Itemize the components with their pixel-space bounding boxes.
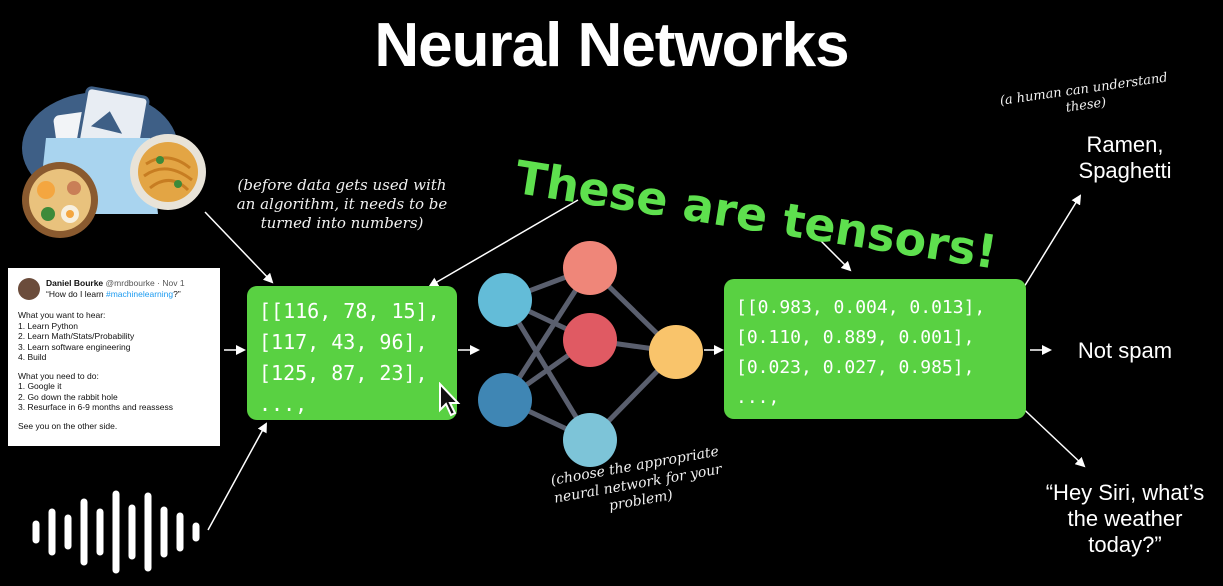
output-tensor-row: [0.023, 0.027, 0.985],	[736, 357, 975, 378]
output-tensor-row: [[0.983, 0.004, 0.013],	[736, 297, 986, 318]
input-tensor-row: ...,	[259, 392, 308, 416]
tweet-handle: @mrdbourke · Nov 1	[105, 278, 185, 288]
tweet-card: Daniel Bourke @mrdbourke · Nov 1 “How do…	[8, 268, 220, 446]
arrow-label-to-output	[811, 231, 852, 272]
ramen-bowl-icon	[22, 162, 98, 238]
tweet-header: Daniel Bourke @mrdbourke · Nov 1 “How do…	[46, 278, 210, 300]
tweet-author-name: Daniel Bourke	[46, 278, 104, 288]
tweet-body: What you want to hear: 1. Learn Python 2…	[18, 310, 210, 431]
input-tensor-box: [[116, 78, 15], [117, 43, 96], [125, 87,…	[247, 286, 457, 420]
arrow-label-to-input	[428, 199, 579, 288]
tweet-need-item: 1. Google it	[18, 381, 62, 391]
note-before-data: (before data gets used with an algorithm…	[236, 176, 448, 232]
mouse-cursor-icon	[439, 382, 461, 417]
input-tensor-row: [125, 87, 23],	[259, 361, 428, 385]
tweet-question-prefix: “How do I learn	[46, 289, 106, 299]
arrow-output-to-ramen	[1015, 194, 1082, 301]
tweet-need-item: 3. Resurface in 6-9 months and reassess	[18, 402, 173, 412]
output-label-spam: Not spam	[1077, 338, 1173, 363]
tweet-need-item: 2. Go down the rabbit hole	[18, 391, 118, 402]
network-node-hidden-top	[563, 241, 617, 295]
network-node-hidden-bottom	[563, 413, 617, 467]
tweet-need-heading: What you need to do:	[18, 370, 99, 381]
output-label-siri: “Hey Siri, what’s the weather today?”	[1045, 480, 1205, 557]
output-tensor-row: [0.110, 0.889, 0.001],	[736, 327, 975, 348]
network-node-hidden-mid	[563, 313, 617, 367]
output-tensor-box: [[0.983, 0.004, 0.013], [0.110, 0.889, 0…	[724, 279, 1026, 419]
tweet-want-item: 4. Build	[18, 352, 47, 362]
input-tensor-row: [[116, 78, 15],	[259, 299, 440, 323]
arrow-images-to-input	[204, 211, 274, 284]
tweet-hashtag: #machinelearning	[106, 289, 174, 299]
arrow-audio-to-input	[207, 422, 267, 531]
tweet-want-item: 1. Learn Python	[18, 320, 79, 331]
sound-wave-icon	[32, 490, 200, 574]
network-node-input-bottom	[478, 373, 532, 427]
neural-network-icon	[478, 241, 703, 467]
tweet-question-suffix: ?”	[173, 289, 181, 299]
tweet-want-item: 2. Learn Math/Stats/Probability	[18, 331, 135, 341]
page-title: Neural Networks	[374, 11, 849, 80]
avatar	[18, 278, 40, 300]
tweet-closing: See you on the other side.	[18, 420, 118, 431]
output-tensor-row: ...,	[736, 387, 780, 408]
network-node-input-top	[478, 273, 532, 327]
input-tensor-row: [117, 43, 96],	[259, 330, 428, 354]
network-node-output	[649, 325, 703, 379]
spaghetti-bowl-icon	[130, 134, 206, 210]
tweet-want-item: 3. Learn software engineering	[18, 341, 131, 352]
output-label-ramen: Ramen, Spaghetti	[1078, 132, 1172, 183]
tweet-want-heading: What you want to hear:	[18, 310, 106, 320]
